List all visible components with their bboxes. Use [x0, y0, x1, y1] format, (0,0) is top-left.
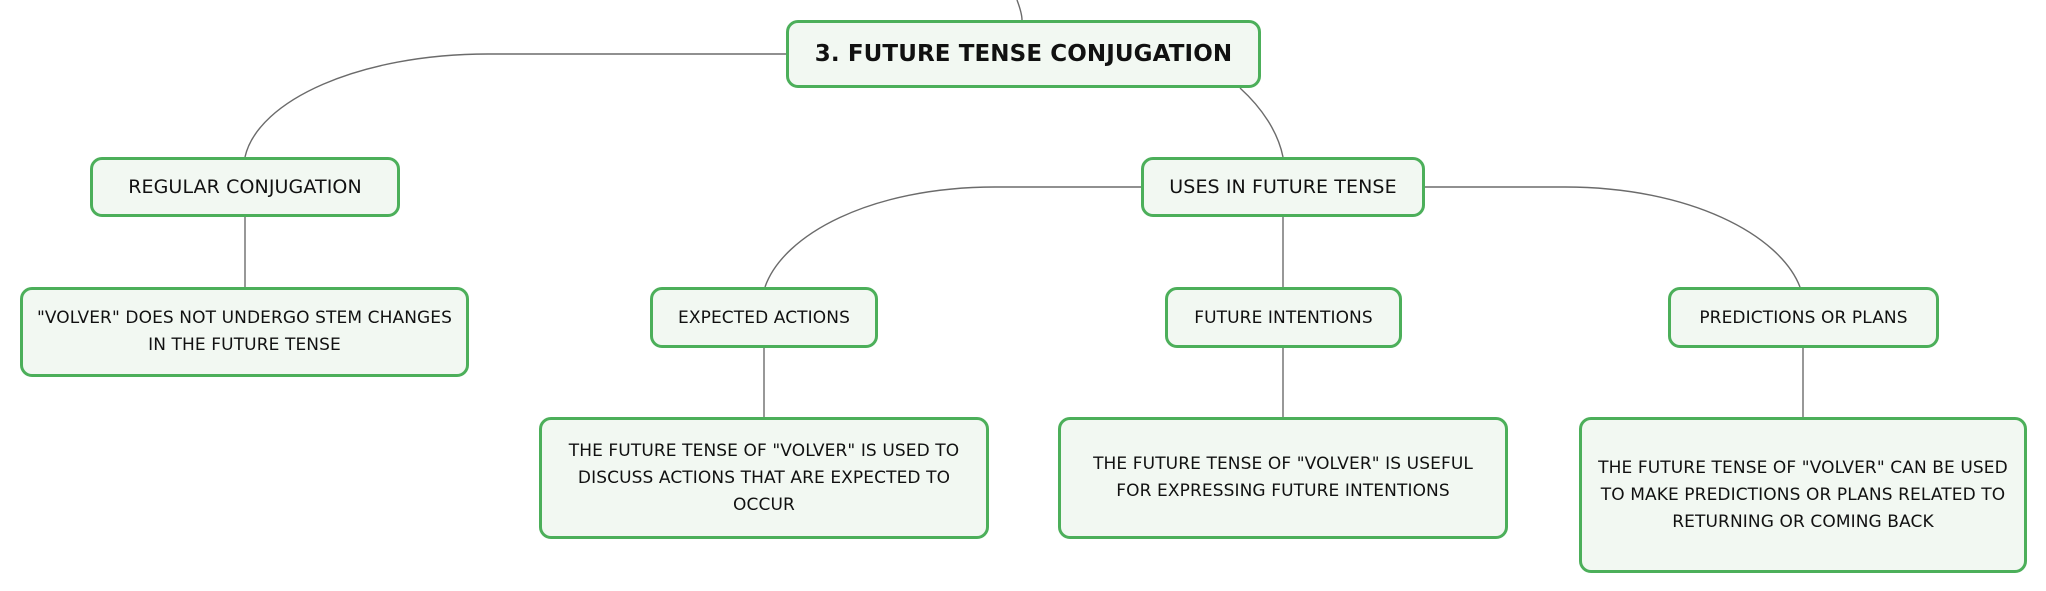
node-label: FUTURE INTENTIONS [1194, 307, 1373, 328]
connector-uses-to-expected [764, 186, 1141, 288]
node-text: "VOLVER" DOES NOT UNDERGO STEM CHANGES I… [36, 308, 453, 355]
node-text: THE FUTURE TENSE OF "VOLVER" IS USED TO … [568, 440, 960, 515]
node-regular-conjugation[interactable]: REGULAR CONJUGATION [90, 157, 400, 217]
connector-uses-to-predictions [1425, 186, 1801, 288]
node-future-intentions-detail[interactable]: THE FUTURE TENSE OF "VOLVER" IS USEFUL F… [1058, 417, 1508, 539]
node-label: USES IN FUTURE TENSE [1169, 176, 1397, 198]
connector-root-to-regular [244, 53, 786, 158]
node-text: THE FUTURE TENSE OF "VOLVER" CAN BE USED… [1598, 457, 2008, 532]
node-future-intentions[interactable]: FUTURE INTENTIONS [1165, 287, 1402, 348]
node-regular-conjugation-detail[interactable]: "VOLVER" DOES NOT UNDERGO STEM CHANGES I… [20, 287, 469, 377]
node-future-tense-conjugation[interactable]: 3. FUTURE TENSE CONJUGATION [786, 20, 1261, 88]
node-text: THE FUTURE TENSE OF "VOLVER" IS USEFUL F… [1093, 454, 1473, 501]
node-expected-actions-detail[interactable]: THE FUTURE TENSE OF "VOLVER" IS USED TO … [539, 417, 989, 539]
node-label: 3. FUTURE TENSE CONJUGATION [814, 41, 1233, 67]
node-label: EXPECTED ACTIONS [678, 307, 850, 328]
node-predictions-or-plans-detail[interactable]: THE FUTURE TENSE OF "VOLVER" CAN BE USED… [1579, 417, 2027, 573]
node-predictions-or-plans[interactable]: PREDICTIONS OR PLANS [1668, 287, 1939, 348]
connector-parent-to-root [1016, 0, 1023, 21]
node-uses-in-future-tense[interactable]: USES IN FUTURE TENSE [1141, 157, 1425, 217]
connector-root-to-uses [1239, 87, 1284, 158]
node-label: REGULAR CONJUGATION [128, 176, 362, 198]
node-expected-actions[interactable]: EXPECTED ACTIONS [650, 287, 878, 348]
node-label: PREDICTIONS OR PLANS [1699, 307, 1908, 328]
